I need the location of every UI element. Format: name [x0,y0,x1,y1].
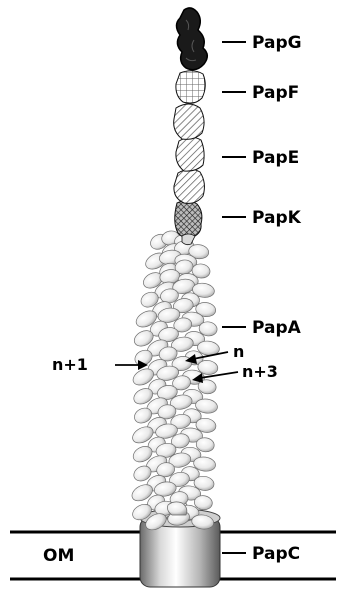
label-papf: PapF [222,83,299,103]
pape-subunit-1 [174,104,204,139]
svg-text:PapC: PapC [252,544,300,564]
label-om: OM [43,546,74,566]
annotation-n-plus-1: n+1 [52,355,148,374]
svg-text:PapF: PapF [252,83,299,103]
label-papg: PapG [222,33,302,53]
label-papk: PapK [222,208,302,228]
pape-subunit-2 [176,137,204,171]
svg-text:PapK: PapK [252,208,302,228]
papa-rod [129,230,220,534]
svg-text:PapG: PapG [252,33,302,53]
label-pape: PapE [222,148,299,168]
svg-text:n: n [233,342,244,361]
svg-text:n+3: n+3 [242,362,278,381]
tip-fibrillum [174,8,208,245]
svg-text:PapA: PapA [252,318,302,338]
label-papc: PapC [222,544,300,564]
label-papa: PapA [222,318,302,338]
papk-subunit [175,201,202,238]
pape-subunit-3 [174,169,205,203]
papf-subunit [176,71,205,104]
svg-text:PapE: PapE [252,148,299,168]
svg-text:n+1: n+1 [52,355,88,374]
